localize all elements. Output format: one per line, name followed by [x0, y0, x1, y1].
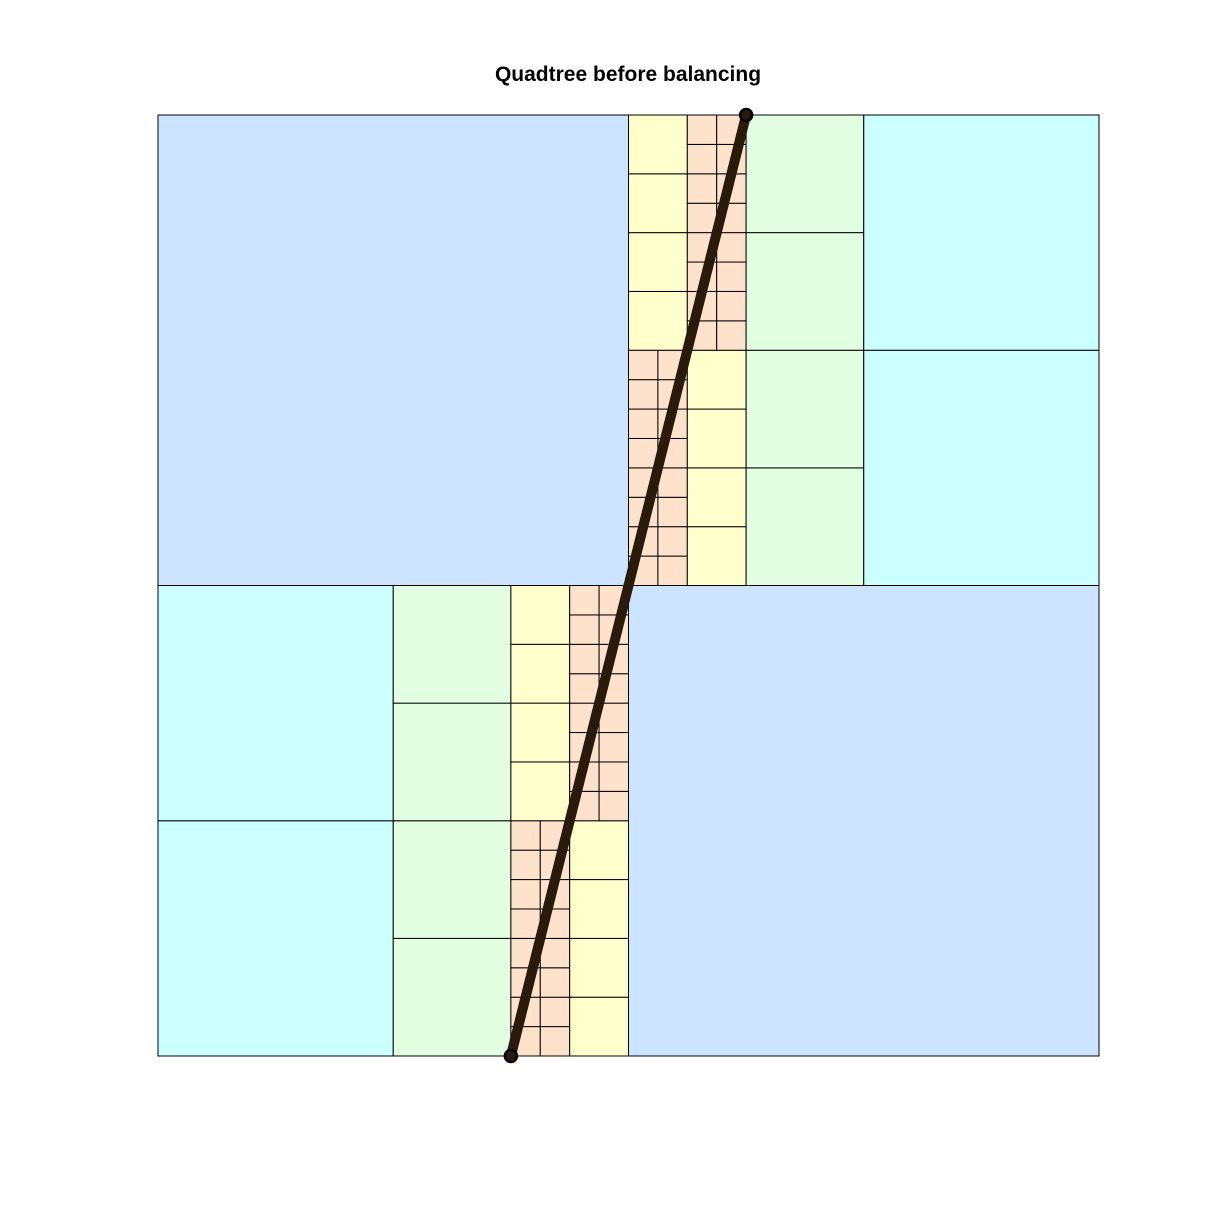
quadtree-cell-level-2 — [157, 820, 394, 1057]
quadtree-cell-level-5 — [657, 496, 688, 528]
quadtree-cell-level-4 — [686, 526, 747, 586]
quadtree-cell-level-5 — [539, 996, 571, 1028]
quadtree-cell-level-4 — [686, 408, 747, 469]
segment-layer — [503, 107, 754, 1064]
quadtree-cell-level-4 — [628, 173, 688, 234]
quadtree-cell-level-5 — [598, 732, 629, 763]
segment-line — [505, 110, 752, 1061]
quadtree-cell-level-2 — [157, 585, 394, 822]
quadtree-cells — [157, 114, 1100, 1057]
quadtree-cell-level-4 — [569, 820, 629, 881]
quadtree-cell-level-5 — [539, 1026, 571, 1057]
quadtree-cell-level-4 — [510, 702, 571, 763]
quadtree-cell-level-4 — [510, 585, 571, 645]
quadtree-cell-level-3 — [392, 585, 512, 704]
quadtree-cell-level-5 — [510, 908, 541, 939]
quadtree-cell-level-3 — [745, 232, 865, 351]
quadtree-cell-level-5 — [569, 614, 600, 645]
quadtree-cell-level-4 — [569, 879, 629, 939]
quadtree-cell-level-4 — [686, 349, 747, 410]
quadtree-cell-level-5 — [628, 408, 659, 439]
quadtree-cell-level-5 — [628, 437, 659, 469]
quadtree-cell-level-5 — [716, 290, 747, 322]
quadtree-cell-level-5 — [686, 114, 718, 145]
quadtree-cell-level-3 — [392, 702, 512, 822]
figure-title: Quadtree before balancing — [495, 63, 761, 86]
quadtree-cell-level-3 — [392, 937, 512, 1057]
quadtree-cell-level-4 — [686, 467, 747, 528]
quadtree-cell-level-5 — [510, 849, 541, 881]
quadtree-cell-level-5 — [539, 937, 571, 969]
quadtree-cell-level-5 — [539, 967, 571, 998]
quadtree-cell-level-5 — [628, 349, 659, 381]
quadtree-cell-level-5 — [716, 232, 747, 263]
quadtree-cell-level-1 — [157, 114, 629, 586]
quadtree-cell-level-5 — [569, 643, 600, 675]
quadtree-cell-level-4 — [569, 937, 629, 998]
quadtree-cell-level-4 — [569, 996, 629, 1057]
quadtree-cell-level-5 — [657, 467, 688, 498]
quadtree-cell-level-4 — [628, 290, 688, 351]
quadtree-cell-level-5 — [716, 261, 747, 292]
quadtree-cell-level-3 — [745, 114, 865, 234]
quadtree-cell-level-4 — [510, 761, 571, 822]
segment-end-marker — [738, 107, 754, 123]
quadtree-cell-level-5 — [510, 820, 541, 851]
quadtree-cell-level-5 — [657, 526, 688, 557]
quadtree-cell-level-5 — [569, 585, 600, 616]
quadtree-cell-level-5 — [598, 790, 629, 822]
quadtree-cell-level-3 — [745, 349, 865, 469]
quadtree-cell-level-5 — [657, 555, 688, 586]
quadtree-cell-level-3 — [745, 467, 865, 586]
quadtree-cell-level-4 — [628, 232, 688, 292]
quadtree-cell-level-5 — [598, 702, 629, 734]
quadtree-cell-level-5 — [510, 879, 541, 910]
quadtree-cell-level-5 — [628, 379, 659, 410]
segment-start-marker — [503, 1048, 519, 1064]
quadtree-cell-level-5 — [598, 761, 629, 792]
quadtree-cell-level-5 — [686, 173, 718, 204]
quadtree-cell-level-2 — [863, 114, 1100, 351]
quadtree-cell-level-5 — [686, 143, 718, 175]
quadtree-cell-level-5 — [686, 202, 718, 234]
quadtree-cell-level-2 — [863, 349, 1100, 586]
quadtree-cell-level-4 — [628, 114, 688, 175]
quadtree-cell-level-1 — [628, 585, 1100, 1057]
quadtree-cell-level-5 — [569, 673, 600, 704]
quadtree-cell-level-4 — [510, 643, 571, 704]
quadtree-cell-level-3 — [392, 820, 512, 939]
quadtree-cell-level-5 — [716, 320, 747, 351]
